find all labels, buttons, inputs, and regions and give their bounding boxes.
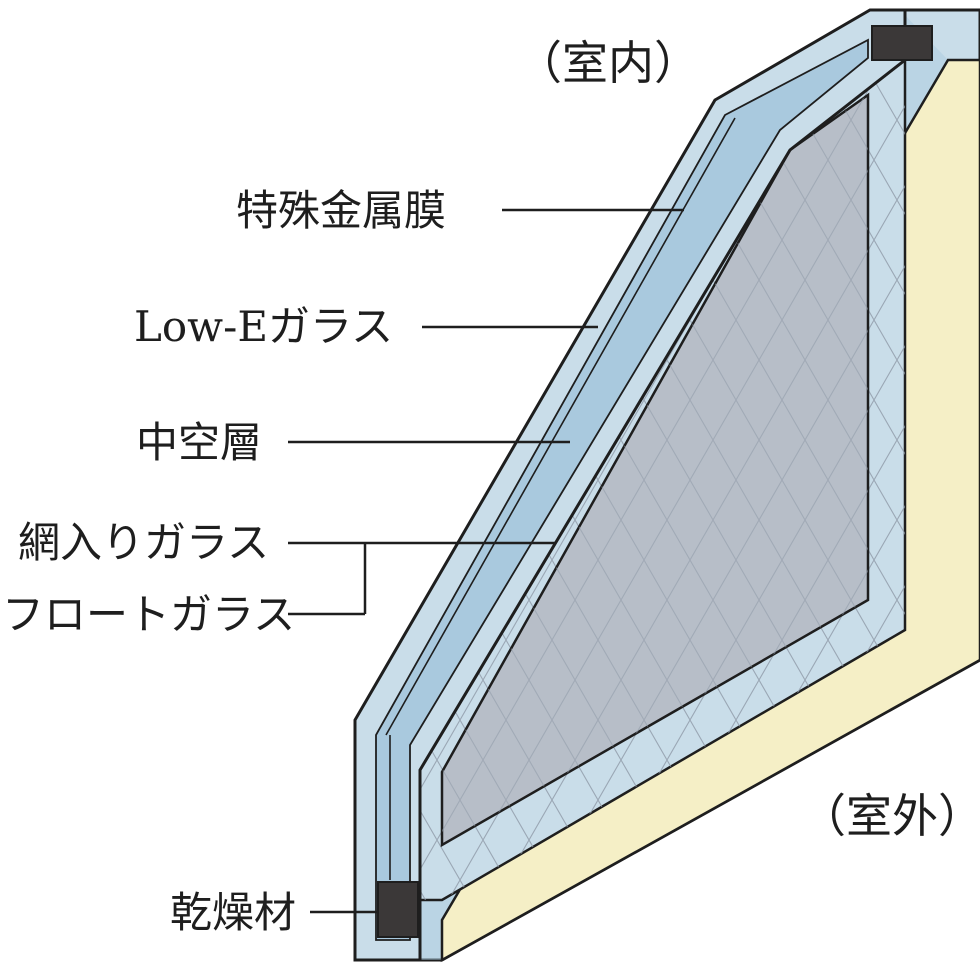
desiccant-block — [377, 881, 419, 938]
special-metal-film-label: 特殊金属膜 — [236, 186, 447, 235]
outdoor-label: （室外） — [800, 789, 980, 843]
float-glass-label: フロートガラス — [2, 590, 296, 639]
hollow-layer — [440, 92, 870, 848]
low-e-glass-label: Low-Eガラス — [134, 302, 394, 351]
hollow-layer-label: 中空層 — [136, 418, 263, 467]
desiccant-label: 乾燥材 — [170, 888, 297, 937]
desiccant-block-top — [871, 25, 933, 61]
leader-lines — [288, 208, 684, 914]
wired-glass-label: 網入りガラス — [18, 518, 270, 567]
indoor-label: （室内） — [516, 36, 700, 90]
low-e-glass-pane — [353, 8, 907, 962]
